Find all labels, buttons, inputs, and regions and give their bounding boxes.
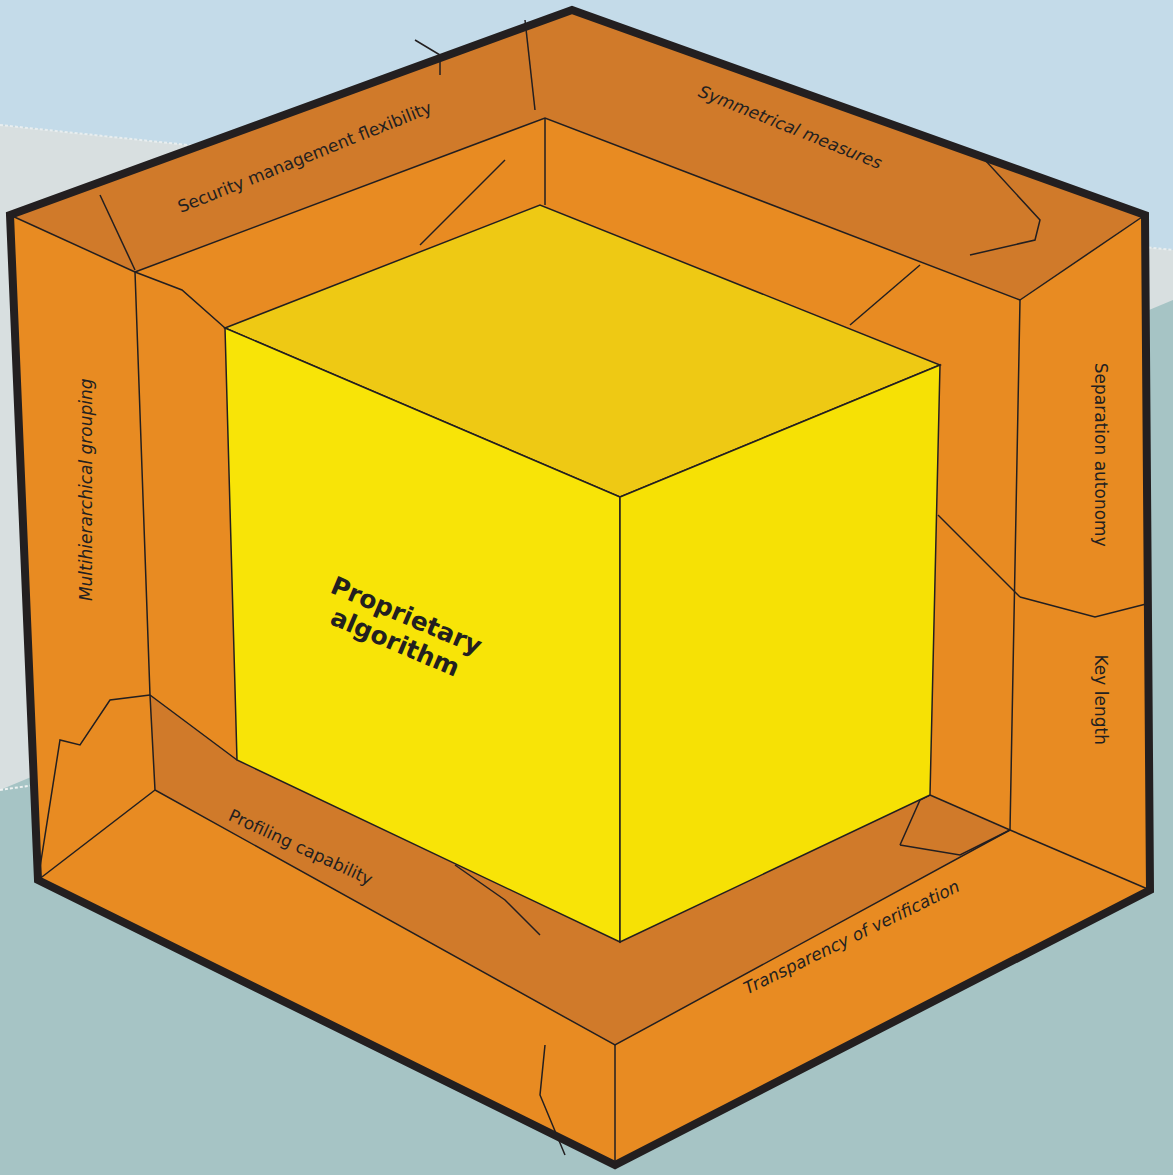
inner-cube-left — [225, 328, 620, 942]
band-label: Symmetrical measures — [695, 82, 884, 174]
band-label: Profiling capability — [225, 806, 375, 890]
band-label: Security management flexibility — [175, 98, 435, 217]
inner-cube-right — [620, 365, 940, 942]
shell-segment: Transparency of verification — [737, 873, 967, 1003]
algorithm-cube: Proprietary algorithm — [304, 565, 495, 694]
shell-segment: Symmetrical measures — [692, 78, 889, 177]
shell-segment: Multihierarchical grouping — [73, 375, 99, 604]
band-label: Separation autonomy — [1090, 363, 1110, 547]
shell-segment: Key length — [1087, 652, 1113, 748]
band-label: Key length — [1090, 655, 1110, 745]
shell-segment: Profiling capability — [221, 802, 379, 894]
outer-cube — [10, 10, 1150, 1165]
edge-lines — [10, 20, 1150, 1165]
outer-outline — [10, 10, 1150, 1165]
band-label: Multihierarchical grouping — [76, 378, 96, 601]
shell-segment: Security management flexibility — [171, 94, 438, 221]
band-label: Transparency of verification — [741, 877, 963, 999]
cube-label: Proprietary algorithm — [308, 569, 492, 690]
shell-segment: Separation autonomy — [1087, 360, 1113, 550]
